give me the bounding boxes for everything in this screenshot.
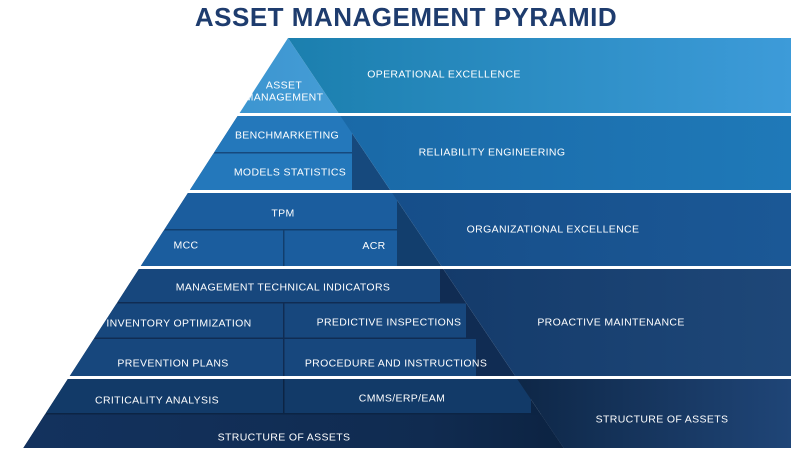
label-asset-management-line1: ASSET [266, 80, 302, 92]
label-procedure-and-instructions: PROCEDURE AND INSTRUCTIONS [305, 358, 487, 370]
tier3-cell-mcc [140, 230, 283, 266]
tier2-cell-models-statistics [189, 153, 352, 190]
tier2-band-reliability-engineering [340, 116, 791, 190]
label-operational-excellence: OPERATIONAL EXCELLENCE [367, 69, 521, 81]
label-benchmarketing: BENCHMARKETING [235, 130, 339, 142]
page-title: ASSET MANAGEMENT PYRAMID [195, 2, 617, 32]
label-models-statistics: MODELS STATISTICS [234, 167, 346, 179]
label-mcc: MCC [174, 240, 199, 252]
label-inventory-optimization: INVENTORY OPTIMIZATION [106, 318, 251, 330]
tier3-band-organizational-excellence [392, 193, 791, 266]
tier4-cell-procedure-and-instructions [284, 339, 476, 376]
label-structure-of-assets-base: STRUCTURE OF ASSETS [218, 432, 351, 444]
tier2-cell-benchmarketing [214, 116, 352, 152]
label-acr: ACR [362, 240, 385, 252]
tier3-cell-tpm [164, 193, 397, 229]
tier3-cell-acr [284, 230, 397, 266]
label-organizational-excellence: ORGANIZATIONAL EXCELLENCE [467, 224, 640, 236]
label-tpm: TPM [271, 208, 294, 220]
tier5-cell-criticality-analysis [45, 379, 284, 413]
tier5-band-structure-of-assets [517, 379, 791, 448]
label-predictive-inspections: PREDICTIVE INSPECTIONS [317, 317, 462, 329]
tier5-cell-structure-of-assets-base [23, 414, 564, 448]
label-cmms-erp-eam: CMMS/ERP/EAM [359, 393, 445, 405]
label-prevention-plans: PREVENTION PLANS [117, 358, 228, 370]
label-management-technical-indicators: MANAGEMENT TECHNICAL INDICATORS [176, 282, 390, 294]
tier1-band-operational-excellence [288, 38, 791, 113]
tier4-cell-prevention-plans [69, 339, 283, 376]
label-proactive-maintenance: PROACTIVE MAINTENANCE [537, 317, 684, 329]
tier4-band-proactive-maintenance [443, 269, 791, 376]
tier1-cell-asset-management [239, 38, 339, 113]
label-structure-of-assets-band: STRUCTURE OF ASSETS [596, 414, 729, 426]
label-criticality-analysis: CRITICALITY ANALYSIS [95, 395, 219, 407]
label-reliability-engineering: RELIABILITY ENGINEERING [419, 147, 566, 159]
label-asset-management-line2: MANAGEMENT [245, 92, 324, 104]
tier4-cell-predictive-inspections [284, 303, 466, 338]
tier5-cell-cmms-erp-eam [284, 379, 531, 413]
tier4-cell-inventory-optimization [94, 303, 283, 338]
tier4-cell-management-technical-indicators [117, 269, 440, 302]
